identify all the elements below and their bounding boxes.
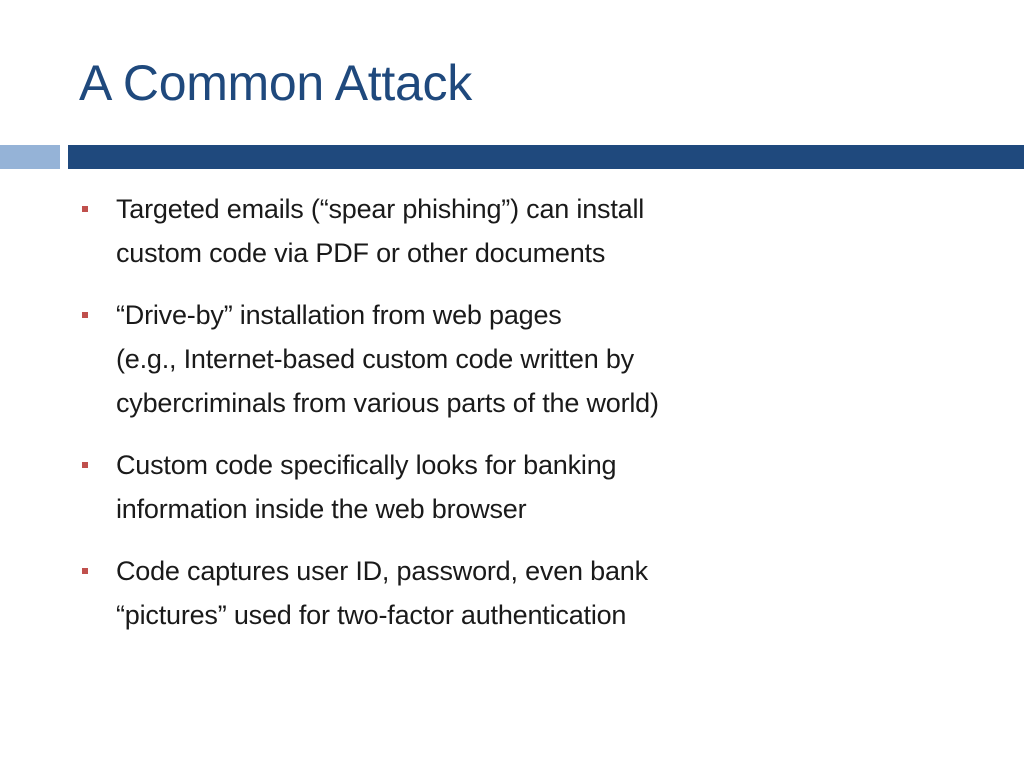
bullet-list: Targeted emails (“spear phishing”) can i… bbox=[80, 187, 980, 655]
bullet-text: Targeted emails (“spear phishing”) can i… bbox=[116, 194, 645, 268]
square-bullet-icon bbox=[82, 568, 88, 574]
title-accent-bar-dark bbox=[68, 145, 1024, 169]
bullet-item: “Drive-by” installation from web pages (… bbox=[80, 293, 980, 425]
bullet-item: Custom code specifically looks for banki… bbox=[80, 443, 980, 531]
square-bullet-icon bbox=[82, 206, 88, 212]
square-bullet-icon bbox=[82, 312, 88, 318]
slide-title: A Common Attack bbox=[79, 55, 472, 111]
bullet-text: “Drive-by” installation from web pages (… bbox=[116, 300, 659, 418]
bullet-item: Targeted emails (“spear phishing”) can i… bbox=[80, 187, 980, 275]
title-accent-bar-light bbox=[0, 145, 60, 169]
square-bullet-icon bbox=[82, 462, 88, 468]
bullet-text: Custom code specifically looks for banki… bbox=[116, 450, 617, 524]
bullet-text: Code captures user ID, password, even ba… bbox=[116, 556, 648, 630]
bullet-item: Code captures user ID, password, even ba… bbox=[80, 549, 980, 637]
